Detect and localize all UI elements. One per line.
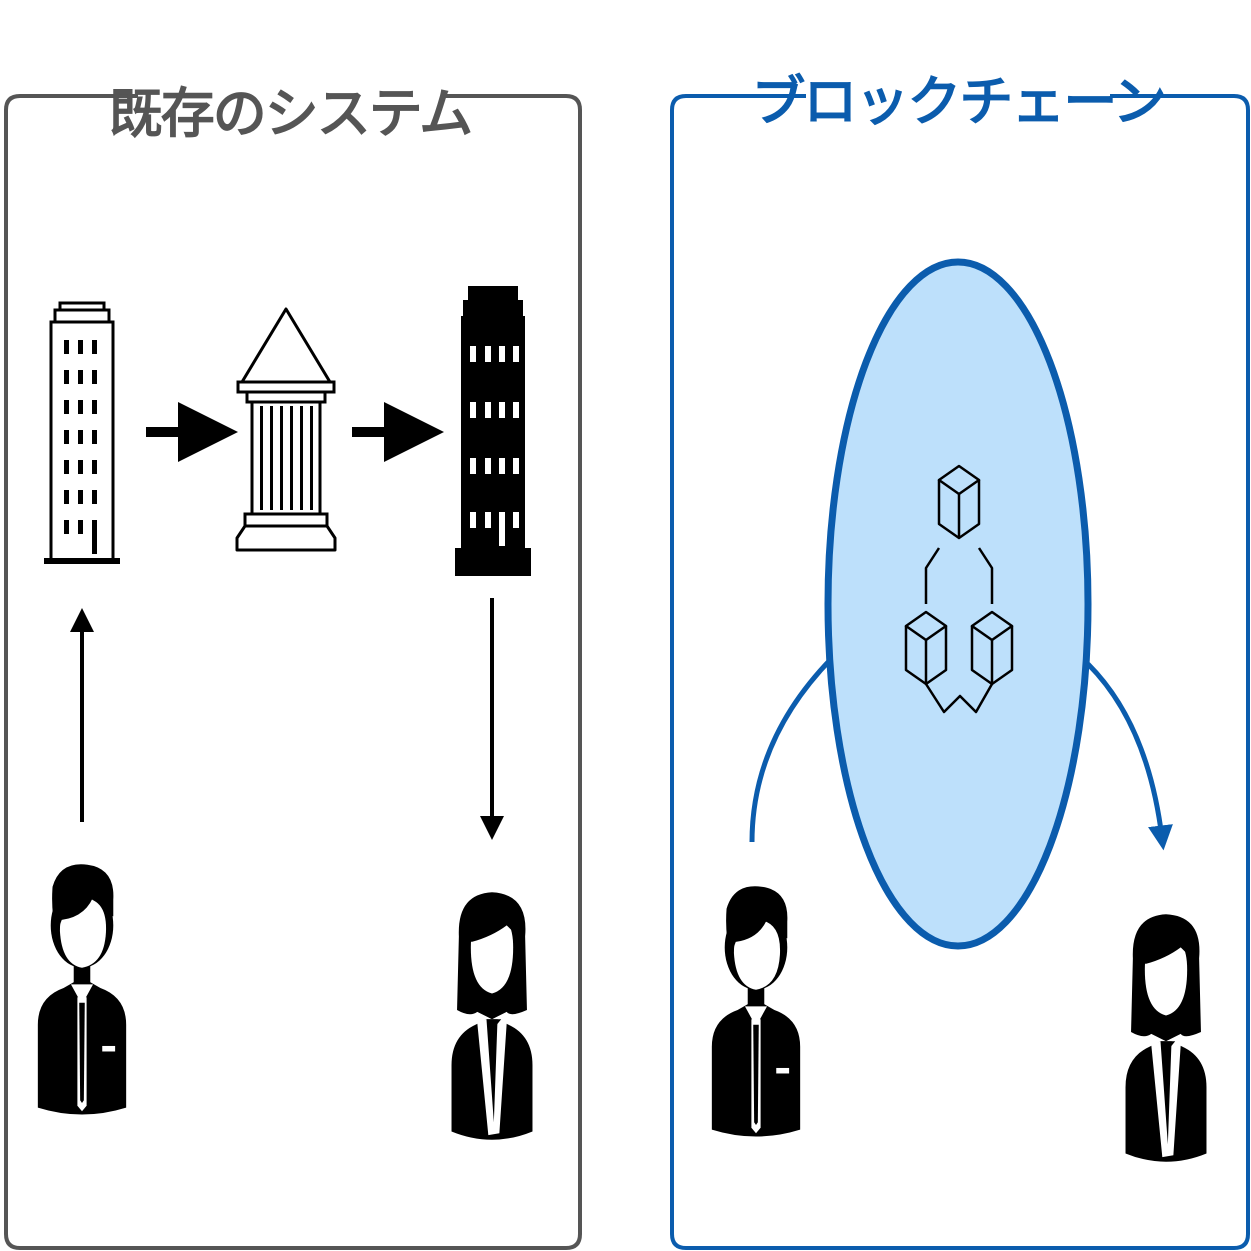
- blockchain-title: ブロックチェーン: [751, 70, 1164, 133]
- office-building-icon: [44, 301, 120, 566]
- existing-panel-border: [4, 94, 582, 1250]
- flow-arc-sender: [749, 656, 834, 843]
- blockchain-panel-border: [670, 94, 1250, 1250]
- existing-system-title: 既存のシステム: [109, 82, 471, 145]
- businesswoman-icon: [451, 892, 533, 1140]
- blockchain-network-bubble: [824, 258, 1092, 950]
- blockchain-cubes-icon: [904, 464, 1014, 714]
- blockchain-panel: ブロックチェーン: [670, 70, 1250, 1250]
- businessman-icon: [711, 886, 801, 1137]
- businesswoman-icon: [1125, 914, 1207, 1162]
- flow-arc-receiver: [1086, 662, 1173, 851]
- businessman-icon: [37, 864, 127, 1115]
- bank-institution-icon: [235, 307, 337, 552]
- existing-system-panel: 既存のシステム: [4, 82, 582, 1250]
- dark-office-building-icon: [455, 286, 531, 576]
